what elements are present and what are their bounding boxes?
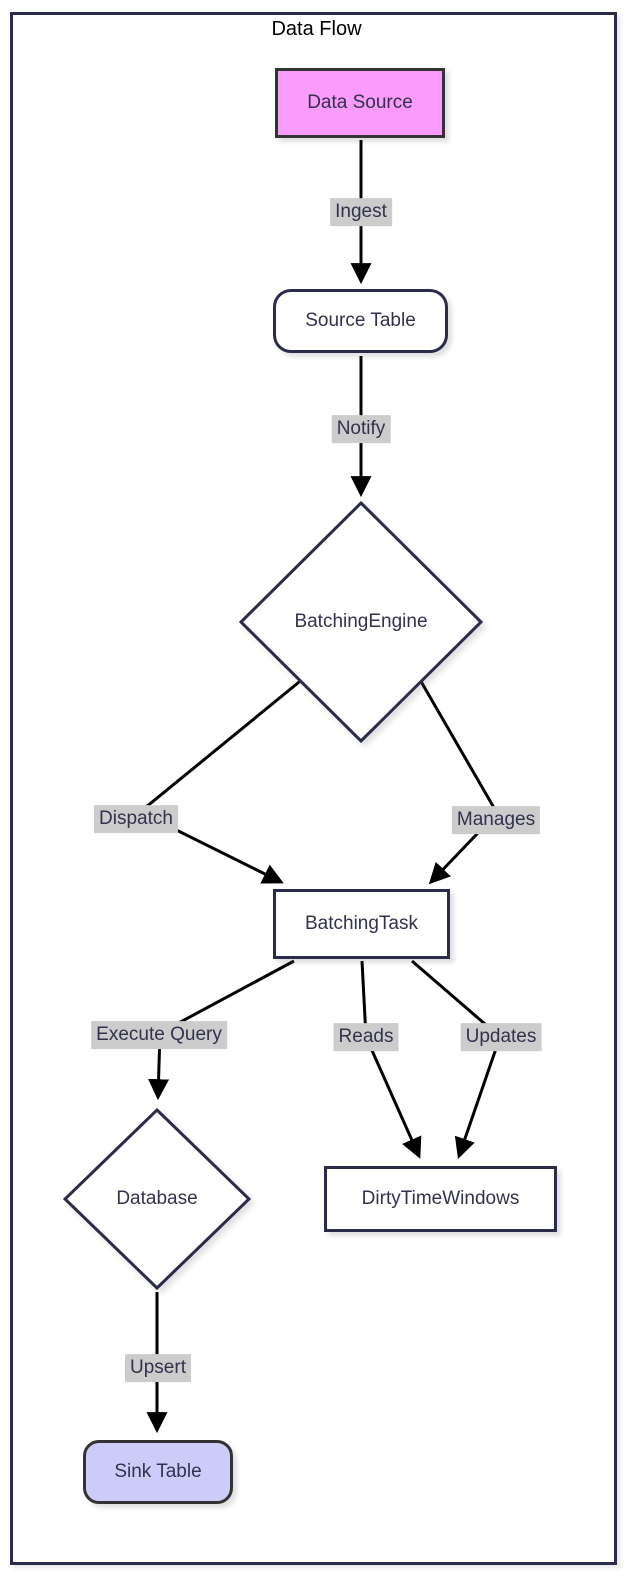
node-batching-task: BatchingTask: [273, 889, 450, 959]
node-batching-engine-label: BatchingEngine: [294, 611, 428, 632]
database-diamond-shape: [63, 1108, 251, 1290]
node-dirty-time-windows: DirtyTimeWindows: [324, 1166, 557, 1232]
node-database: Database: [63, 1108, 251, 1290]
batching-engine-diamond-shape: [239, 501, 483, 743]
edge-label-ingest: Ingest: [330, 198, 392, 226]
node-batching-engine: BatchingEngine: [239, 501, 483, 743]
edge-label-dispatch: Dispatch: [94, 805, 178, 833]
node-data-source: Data Source: [275, 68, 445, 138]
diagram-title: Data Flow: [271, 18, 362, 40]
edge-label-execute-query: Execute Query: [91, 1021, 227, 1049]
edge-label-manages: Manages: [451, 806, 541, 834]
diagram-frame: [10, 12, 617, 1565]
edge-label-reads: Reads: [333, 1023, 399, 1051]
edge-label-updates: Updates: [460, 1023, 542, 1051]
edge-label-notify: Notify: [331, 415, 391, 443]
node-database-label: Database: [116, 1188, 198, 1209]
node-sink-table: Sink Table: [83, 1440, 233, 1504]
edge-label-upsert: Upsert: [125, 1354, 191, 1382]
node-source-table: Source Table: [273, 289, 448, 353]
